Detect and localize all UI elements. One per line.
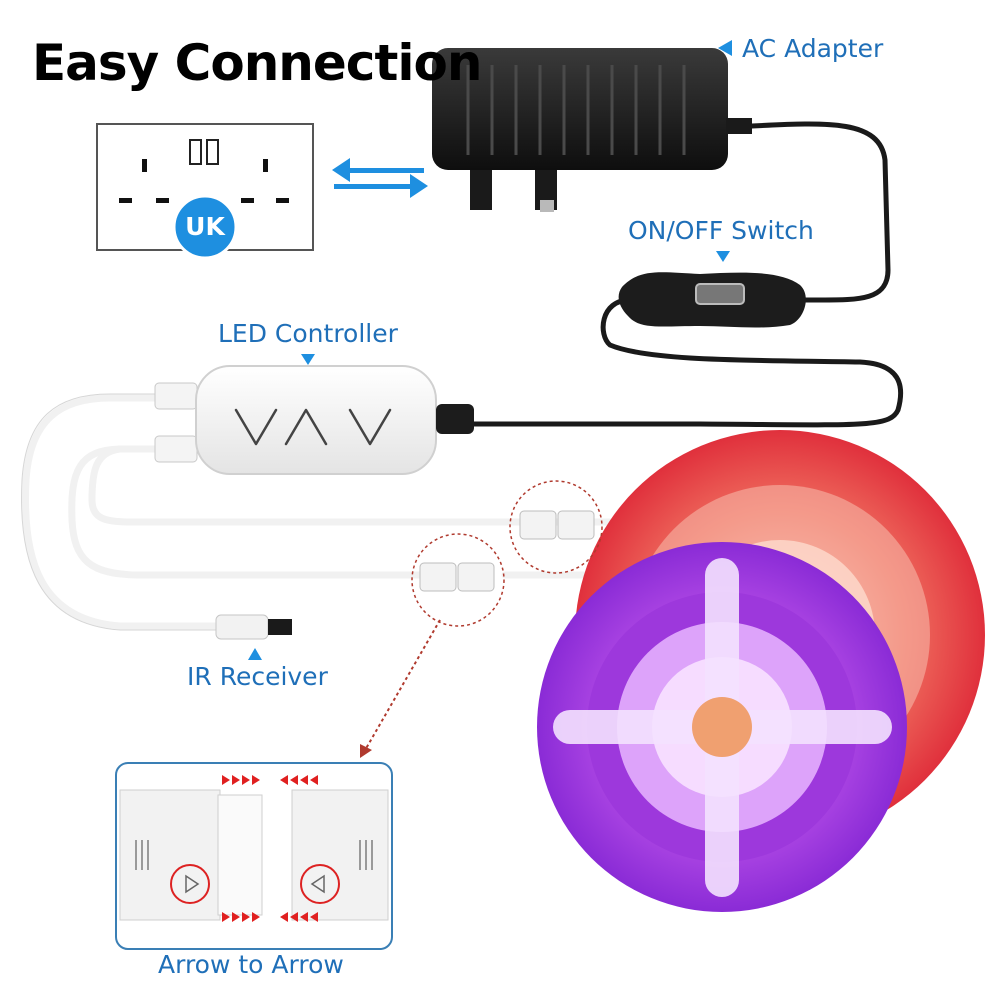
page-title: Easy Connection: [32, 34, 482, 92]
led-controller: [154, 365, 474, 475]
uk-badge: [172, 194, 238, 260]
led-strip-reel-purple: [537, 542, 907, 912]
led-controller-label: LED Controller: [218, 319, 398, 348]
ir-receiver: [215, 614, 292, 640]
wall-socket: [96, 123, 314, 260]
triangle-arrow-icon: [300, 864, 340, 904]
callout-line: [360, 619, 441, 758]
ir-receiver-label: IR Receiver: [187, 662, 328, 691]
triangle-pointer-icon: [718, 40, 732, 56]
arrow-to-arrow-label: Arrow to Arrow: [158, 950, 344, 979]
ac-adapter: [432, 48, 752, 212]
strip-connector-upper: [509, 480, 603, 574]
double-arrow-icon: [332, 158, 428, 198]
strip-connector-lower: [411, 533, 505, 627]
on-off-switch: [618, 272, 806, 328]
uk-badge-label: UK: [185, 212, 225, 241]
triangle-pointer-icon: [301, 354, 315, 365]
triangle-pointer-icon: [716, 251, 730, 262]
power-cable: [467, 121, 904, 428]
on-off-switch-label: ON/OFF Switch: [628, 216, 814, 245]
white-cable-outline: [21, 393, 222, 631]
triangle-pointer-icon: [248, 648, 262, 660]
triangle-arrow-icon: [170, 864, 210, 904]
ac-adapter-label: AC Adapter: [742, 34, 884, 63]
connector-inset: [115, 762, 393, 950]
